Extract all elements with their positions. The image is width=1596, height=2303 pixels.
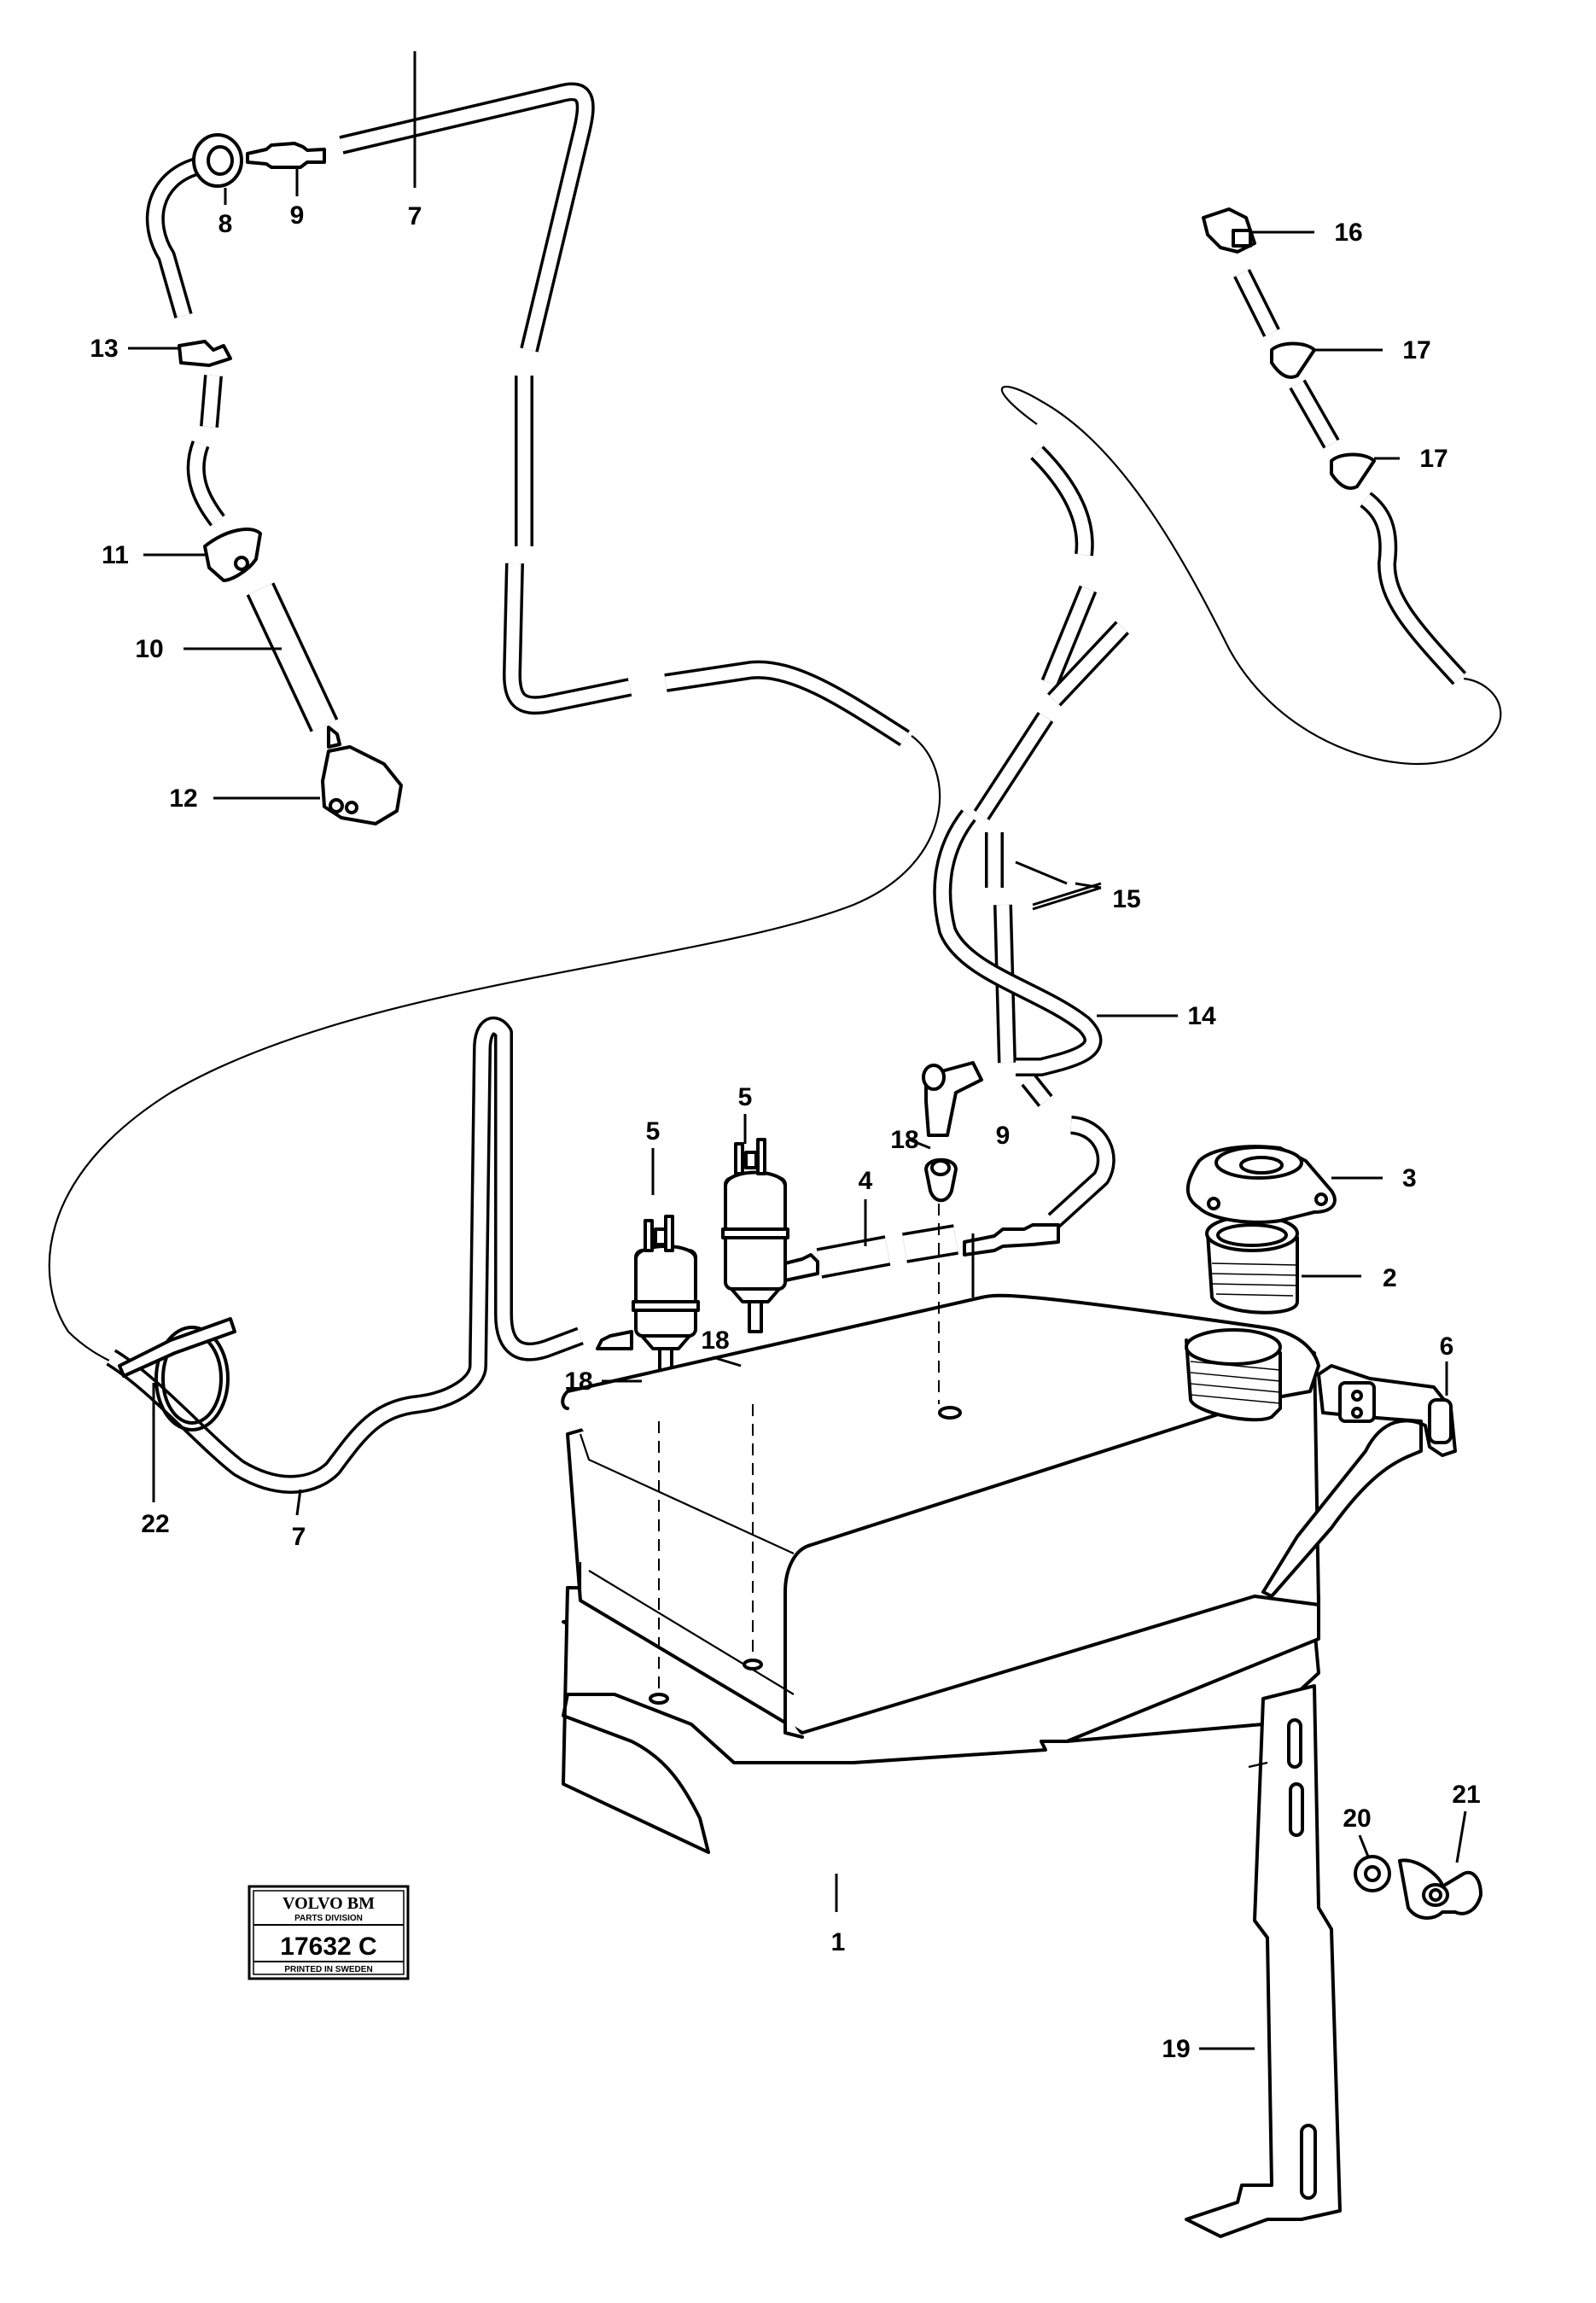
volvo-bm-parts-stamp: VOLVO BM PARTS DIVISION 17632 C PRINTED … <box>248 1885 410 1980</box>
callout-7-top: 7 <box>408 202 422 230</box>
callout-2: 2 <box>1383 1264 1397 1292</box>
callout-12: 12 <box>169 784 197 813</box>
callout-8: 8 <box>218 210 233 238</box>
leader-lines <box>128 51 1467 2050</box>
washer-20 <box>1354 1855 1391 1892</box>
callout-labels: 1 2 3 4 5 5 6 7 7 8 9 9 10 11 12 13 14 1… <box>90 201 1480 2063</box>
callout-5-right: 5 <box>738 1083 753 1111</box>
stamp-brand: VOLVO BM <box>283 1894 375 1913</box>
callout-13: 13 <box>90 335 118 363</box>
callout-17-upper: 17 <box>1402 336 1430 364</box>
callout-18-middle: 18 <box>701 1326 729 1355</box>
hose-7-upper <box>339 82 910 747</box>
strap-6 <box>1261 1364 1457 1598</box>
callout-6: 6 <box>1440 1332 1454 1361</box>
long-thin-hose <box>48 735 941 1362</box>
callout-19: 19 <box>1162 2035 1190 2063</box>
right-nozzle-assembly <box>1202 207 1467 685</box>
strainer-2 <box>1205 1215 1299 1315</box>
hose-4 <box>816 1224 958 1279</box>
filler-cap-3 <box>1185 1145 1337 1224</box>
stamp-division: PARTS DIVISION <box>294 1914 363 1923</box>
hoses-14-15 <box>922 446 1130 1256</box>
pump-5-left <box>596 1215 700 1376</box>
stamp-number: 17632 C <box>280 1933 376 1961</box>
filler-neck <box>1185 1328 1282 1422</box>
callout-7-bottom: 7 <box>292 1523 306 1551</box>
clamp-22 <box>118 1317 236 1431</box>
callout-14: 14 <box>1187 1002 1216 1030</box>
callout-18-left: 18 <box>564 1367 592 1396</box>
assembly-centerlines <box>658 1204 940 1694</box>
callout-5-left: 5 <box>646 1117 661 1146</box>
callout-18-right: 18 <box>890 1126 918 1154</box>
left-nozzle-assembly <box>145 133 403 825</box>
callout-4: 4 <box>859 1167 873 1195</box>
callout-16: 16 <box>1334 219 1362 247</box>
callout-15: 15 <box>1112 885 1140 913</box>
callout-17-lower: 17 <box>1419 445 1447 473</box>
hose-7-lower <box>106 1016 584 1494</box>
callout-10: 10 <box>135 635 163 663</box>
callout-22: 22 <box>141 1510 169 1538</box>
stamp-printed: PRINTED IN SWEDEN <box>284 1965 372 1974</box>
wing-nut-21 <box>1398 1858 1482 1920</box>
callout-1: 1 <box>831 1928 846 1956</box>
callout-9-right: 9 <box>996 1122 1011 1150</box>
callout-9-top: 9 <box>290 201 305 230</box>
callout-21: 21 <box>1452 1781 1480 1809</box>
callout-20: 20 <box>1343 1805 1371 1833</box>
tank-hole-2 <box>649 1693 669 1705</box>
right-thin-loop <box>1000 385 1502 766</box>
callout-3: 3 <box>1402 1164 1417 1192</box>
bracket-19 <box>1185 1684 1342 2238</box>
callout-11: 11 <box>102 541 129 569</box>
tank-hole <box>743 1659 763 1670</box>
washer-tank-1 <box>561 1293 1320 1854</box>
pump-5-right <box>721 1138 819 1333</box>
